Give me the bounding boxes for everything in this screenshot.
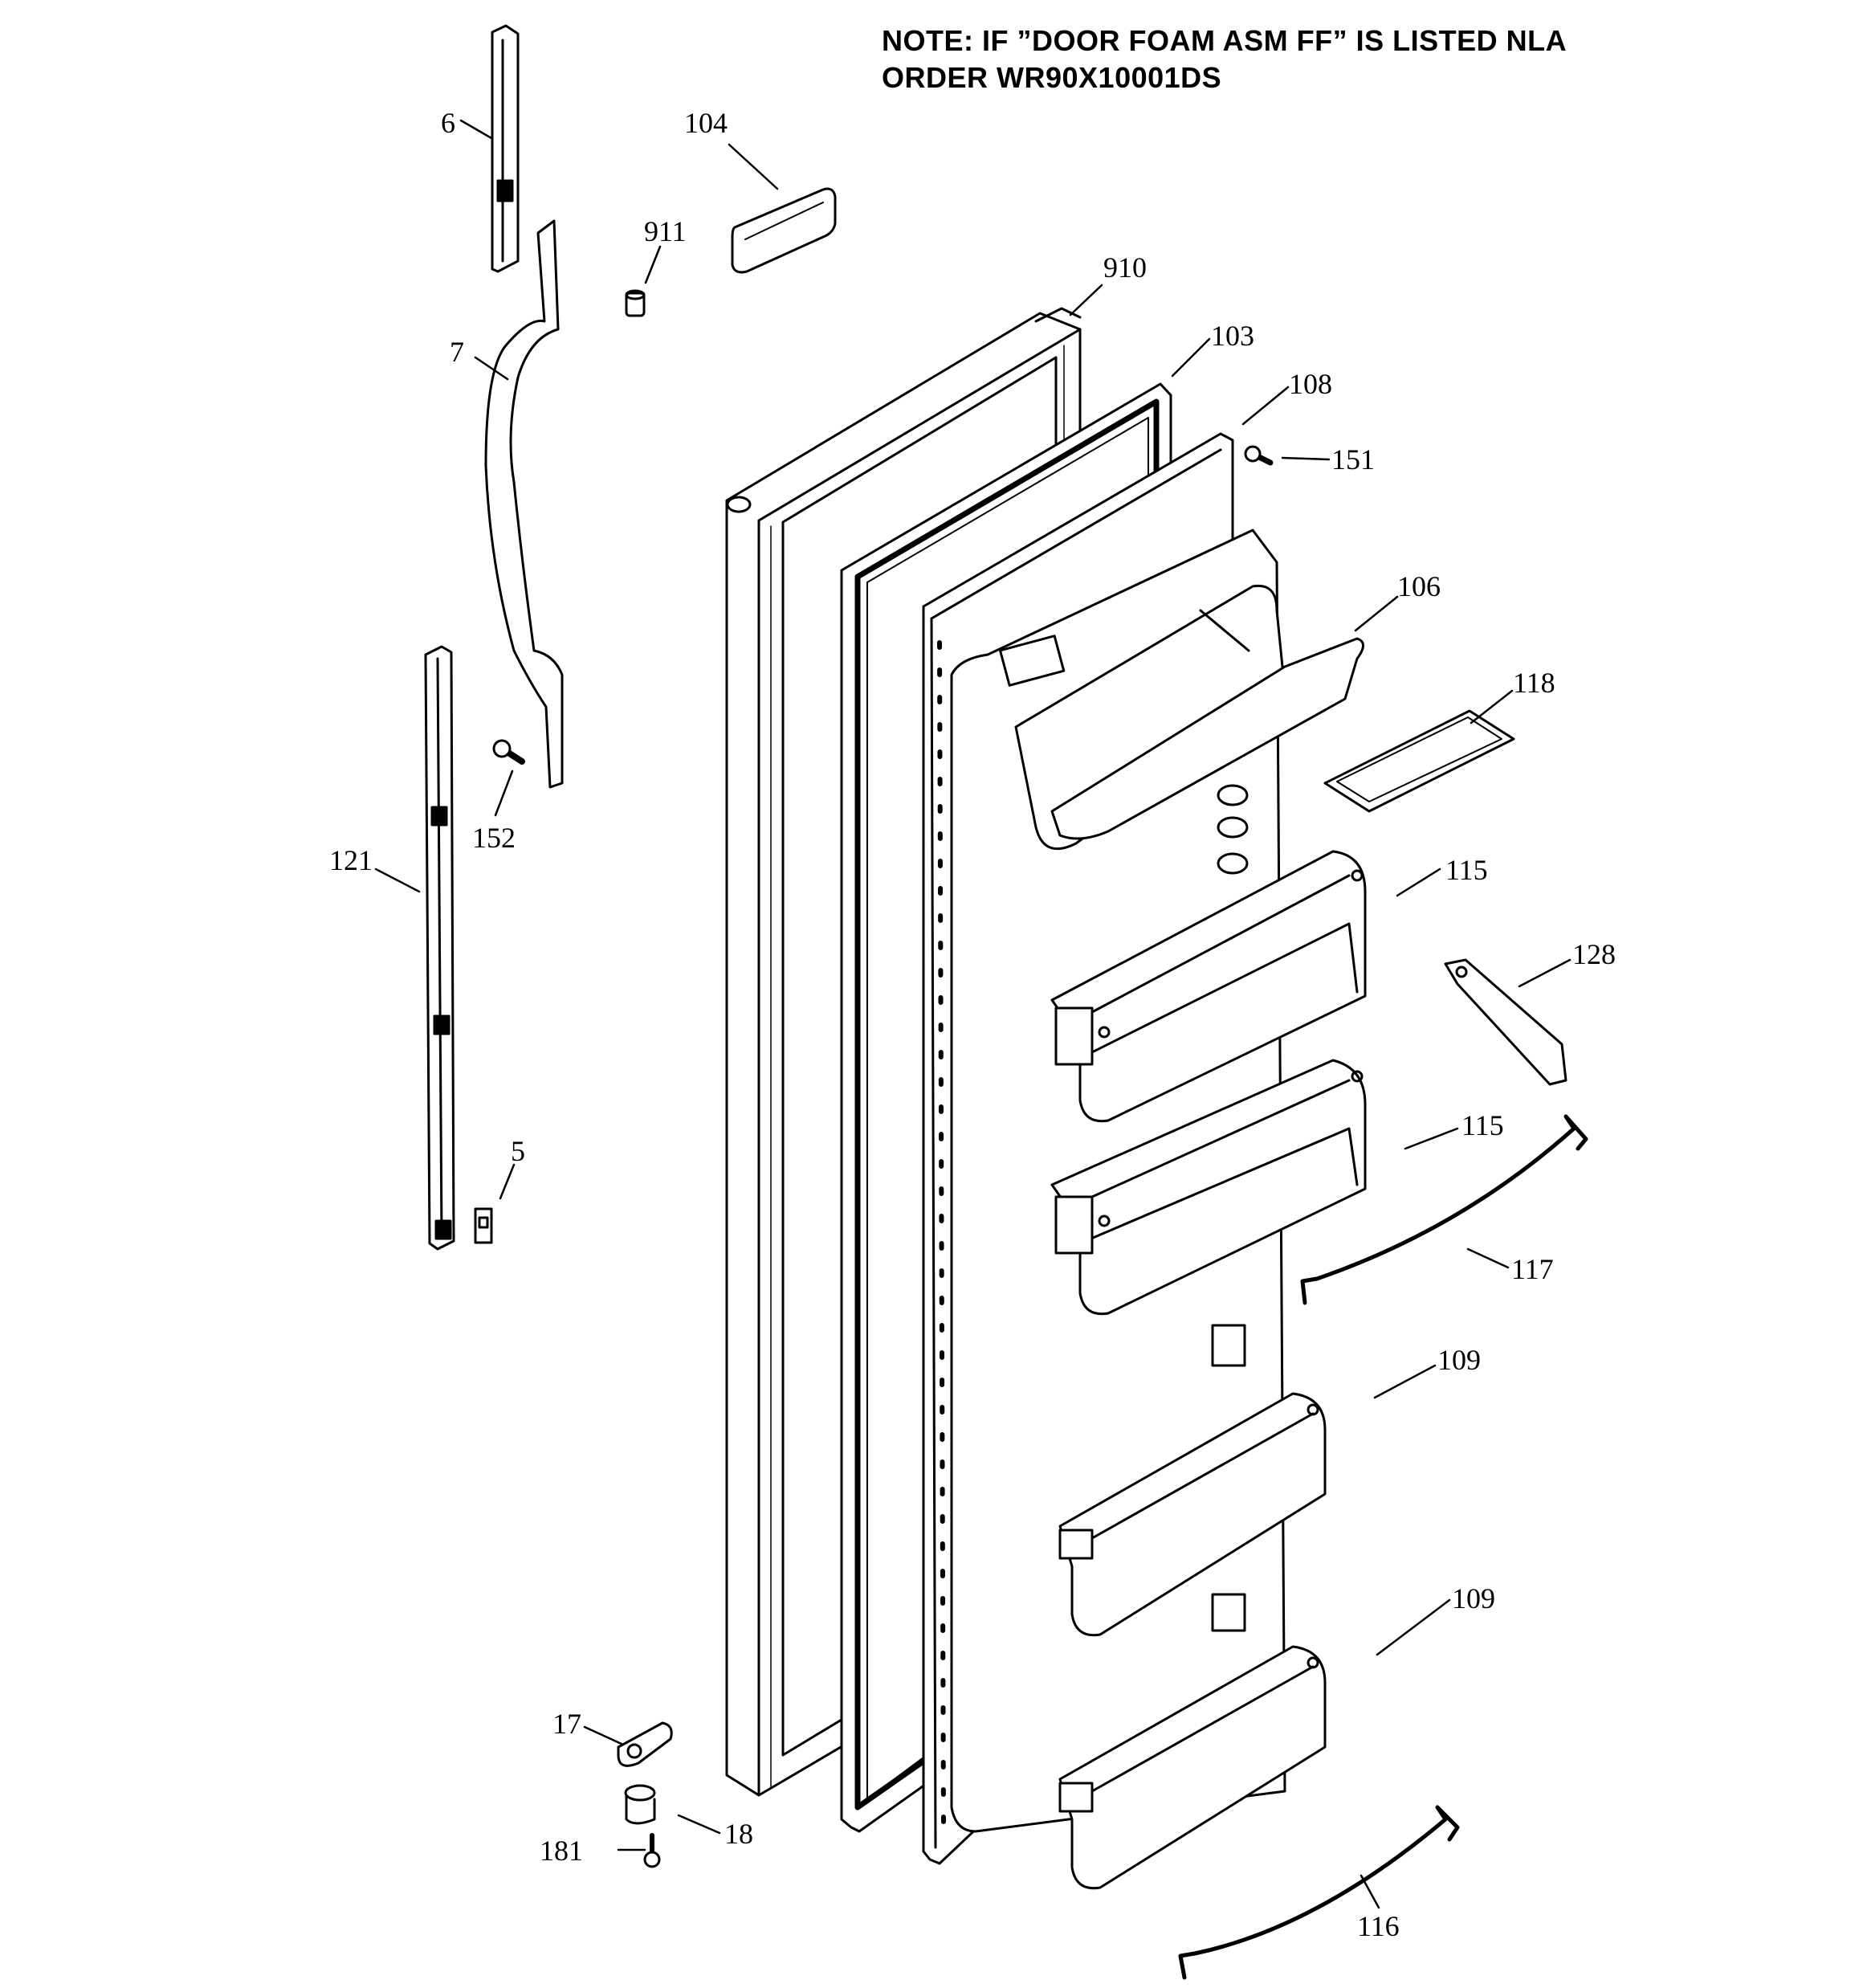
part-128-bracket (1444, 958, 1567, 1086)
callout-151: 151 (1331, 443, 1375, 476)
part-151-screw (1244, 445, 1274, 466)
callout-108: 108 (1289, 368, 1332, 400)
callout-18: 18 (724, 1818, 753, 1850)
callout-181: 181 (540, 1835, 583, 1867)
callout-118: 118 (1513, 667, 1555, 699)
callout-103: 103 (1211, 320, 1254, 352)
callout-17: 17 (552, 1708, 581, 1740)
leader-lines (374, 119, 1572, 1909)
note-line-2: ORDER WR90X10001DS (882, 61, 1222, 94)
callout-109-lower: 109 (1452, 1582, 1495, 1614)
diagram-note: NOTE: IF ”DOOR FOAM ASM FF” IS LISTED NL… (882, 22, 1567, 96)
callout-128: 128 (1572, 938, 1616, 970)
callout-115-lower: 115 (1461, 1109, 1504, 1141)
callout-121: 121 (329, 844, 373, 876)
callout-106: 106 (1397, 570, 1441, 602)
part-118-tray (1323, 709, 1515, 813)
part-18-hinge-bushing (624, 1784, 656, 1825)
part-115-upper-bin (1050, 850, 1367, 1123)
part-104-cap (731, 187, 837, 274)
part-6-top-trim (491, 24, 520, 273)
part-116-wire-retainer (1178, 1805, 1460, 1980)
callout-116: 116 (1357, 1910, 1400, 1942)
callout-109-upper: 109 (1437, 1344, 1481, 1376)
callout-115-upper: 115 (1445, 854, 1488, 886)
part-911-plug (625, 289, 646, 317)
part-152-screw (492, 739, 525, 765)
callout-6: 6 (441, 107, 455, 139)
callout-117: 117 (1511, 1253, 1554, 1285)
callout-911: 911 (644, 215, 687, 247)
part-5-clip (474, 1207, 493, 1244)
callout-152: 152 (472, 822, 516, 854)
part-117-wire-retainer (1300, 1114, 1588, 1305)
part-7-handle (484, 219, 564, 789)
callout-910: 910 (1103, 251, 1147, 284)
shelf-support-ribs (1211, 784, 1249, 1632)
callout-104: 104 (684, 107, 728, 139)
callout-7: 7 (450, 336, 464, 368)
part-121-side-trim (424, 645, 455, 1251)
part-181-screw (643, 1833, 661, 1868)
part-109-lower-bin (1058, 1645, 1327, 1890)
part-106-compartment-door (1014, 584, 1364, 851)
callout-labels: 6 104 911 910 7 103 108 151 106 118 152 … (329, 107, 1616, 1942)
part-115-lower-bin (1050, 1059, 1367, 1316)
part-17-hinge-plate (617, 1721, 673, 1767)
note-line-1: NOTE: IF ”DOOR FOAM ASM FF” IS LISTED NL… (882, 24, 1567, 57)
part-109-upper-bin (1058, 1392, 1327, 1637)
callout-5: 5 (511, 1135, 525, 1167)
